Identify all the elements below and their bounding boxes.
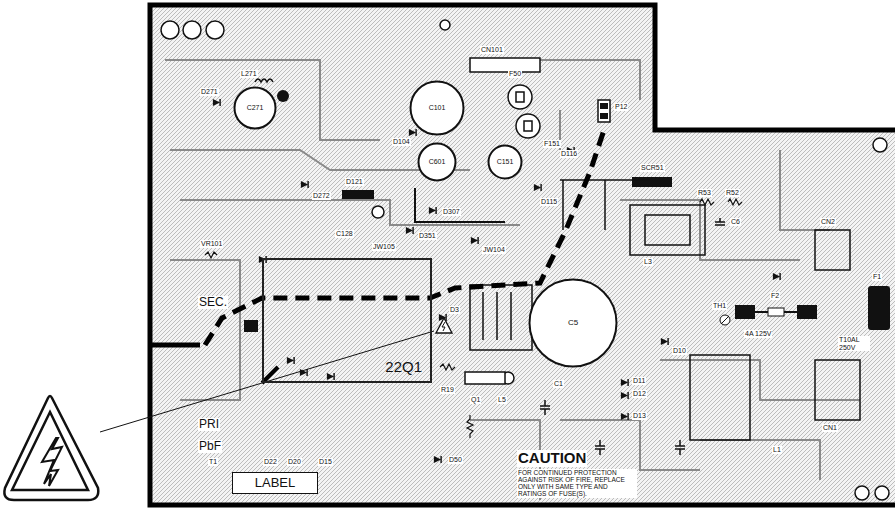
part-reference: JW105 (372, 243, 396, 251)
part-reference: JW104 (482, 246, 506, 254)
part-reference: CN2 (820, 218, 836, 226)
part-reference: D3 (449, 306, 460, 314)
circle-outline (235, 88, 276, 129)
node-text: LABEL (255, 476, 295, 490)
mounting-holes (161, 21, 889, 500)
fuse-rating: 4A 125V (744, 330, 772, 338)
part-reference: T1 (208, 458, 218, 466)
transformer-outline: 22Q1 (262, 258, 432, 383)
node-text: C271 (247, 104, 264, 112)
part-reference: F2 (770, 292, 780, 300)
part-reference: Q1 (470, 396, 481, 404)
thermistor-symbol (720, 315, 730, 325)
part-reference: CN1 (822, 424, 838, 432)
part-reference: F50 (508, 70, 522, 78)
node-text: C601 (429, 158, 446, 166)
resistor-symbol (205, 199, 742, 438)
board-outline (150, 5, 895, 505)
part-reference: D272 (312, 192, 331, 200)
part-reference: P12 (614, 103, 628, 111)
node-text: 22Q1 (385, 359, 422, 376)
capacitor-circle: C5 (528, 278, 618, 368)
part-reference: D116 (560, 150, 578, 158)
board-region-label: PRI (198, 418, 220, 431)
warning-mark (436, 318, 452, 333)
part-reference: D20 (287, 458, 302, 466)
component-outline (415, 180, 860, 440)
circle-outline (489, 146, 522, 179)
fuse-rating: T10AL 250V (838, 336, 870, 351)
board-region-label: SEC. (198, 296, 228, 309)
part-reference: D13 (632, 412, 647, 420)
part-reference: D121 (345, 178, 364, 186)
part-reference: R52 (725, 189, 740, 197)
part-reference: L3 (643, 258, 653, 266)
connector-outline (470, 58, 540, 72)
node-text: C151 (497, 158, 514, 166)
part-reference: R19 (440, 386, 455, 394)
caution-heading: CAUTION (517, 450, 587, 467)
capacitor-circle: C601 (417, 142, 457, 182)
board-region-label: PbF (198, 440, 222, 453)
part-reference: D104 (392, 138, 411, 146)
capacitor-circle: C271 (233, 86, 277, 130)
part-reference: D50 (448, 456, 463, 464)
label-area-box: LABEL (232, 472, 318, 494)
part-reference: CN101 (480, 46, 504, 54)
part-reference: L5 (497, 396, 507, 404)
fuse-symbol (768, 308, 784, 316)
part-reference: TH1 (712, 302, 727, 310)
part-reference: D351 (418, 232, 437, 240)
part-reference: D271 (200, 88, 219, 96)
board-edge-tab (150, 343, 200, 348)
capacitor-circle: C151 (487, 144, 523, 180)
part-reference: F1 (872, 273, 882, 281)
caution-note: FOR CONTINUED PROTECTION AGAINST RISK OF… (517, 469, 637, 498)
circle-outline (419, 144, 456, 181)
part-reference: C128 (335, 230, 354, 238)
part-reference: D12 (632, 390, 647, 398)
part-reference: D15 (318, 458, 333, 466)
part-reference: L1 (772, 446, 782, 454)
part-reference: D10 (672, 347, 687, 355)
jumper-p12 (598, 100, 610, 122)
capacitor-circle: C101 (409, 80, 465, 136)
circle-outline (530, 280, 617, 367)
part-reference: D115 (540, 198, 558, 206)
part-reference: C6 (730, 218, 741, 226)
part-reference: SCR51 (640, 164, 665, 172)
part-reference: D307 (442, 208, 461, 216)
part-reference: R53 (697, 189, 712, 197)
component-circle (372, 20, 540, 384)
node-text: C101 (429, 104, 446, 112)
copper-traces (165, 60, 860, 500)
part-reference: D22 (263, 458, 278, 466)
part-reference: VR101 (200, 240, 223, 248)
pcb-board (150, 5, 895, 505)
part-reference: C1 (553, 380, 564, 388)
circle-outline (411, 82, 464, 135)
high-voltage-warning-icon (4, 396, 98, 500)
node-text: C5 (568, 319, 578, 328)
part-reference: F151 (543, 140, 561, 148)
part-reference: L271 (240, 70, 258, 78)
diode-symbol (213, 99, 780, 463)
part-reference: D11 (632, 377, 646, 385)
